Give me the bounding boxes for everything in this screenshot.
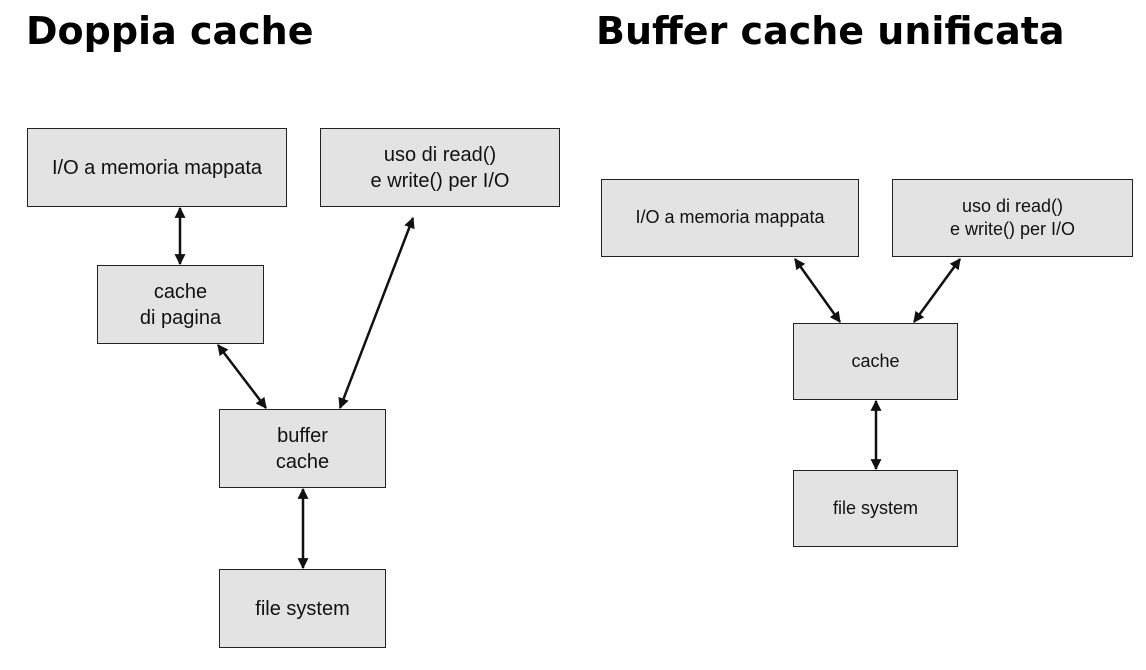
right-box-file-system: file system [793, 470, 958, 547]
arrow-right-read-write-to-cache [912, 258, 962, 323]
left-box-mmap-io: I/O a memoria mappata [27, 128, 287, 207]
left-box-page-cache: cache di pagina [97, 265, 264, 344]
left-box-read-write-io: uso di read() e write() per I/O [320, 128, 560, 207]
arrow-right-mmap-to-cache [793, 258, 842, 323]
right-box-cache: cache [793, 323, 958, 400]
arrow-read-write-to-buffer-cache [338, 216, 415, 410]
title-unified-buffer-cache: Buffer cache unificata [596, 9, 1065, 53]
arrow-page-cache-to-buffer-cache [217, 344, 267, 409]
right-box-read-write-io: uso di read() e write() per I/O [892, 179, 1133, 257]
left-box-file-system: file system [219, 569, 386, 648]
left-box-buffer-cache: buffer cache [219, 409, 386, 488]
title-double-cache: Doppia cache [26, 9, 314, 53]
right-box-mmap-io: I/O a memoria mappata [601, 179, 859, 257]
